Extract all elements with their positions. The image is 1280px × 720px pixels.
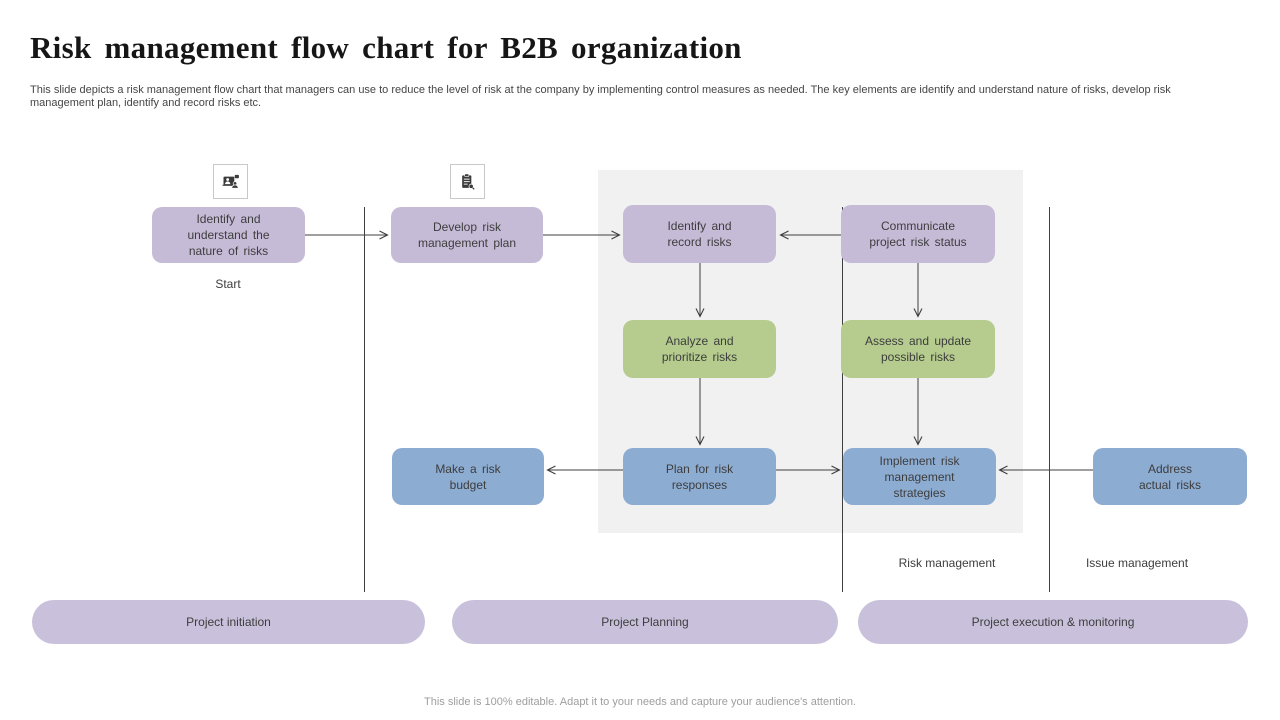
start-label: Start	[215, 277, 241, 291]
flow-node-label: Assess and update possible risks	[864, 334, 972, 364]
phase-pill-label: Project execution & monitoring	[971, 615, 1135, 629]
flow-node-label: Plan for risk responses	[665, 461, 734, 492]
flow-node-plan-risk-responses: Plan for risk responses	[623, 448, 776, 505]
clipboard-plan-icon	[450, 164, 485, 199]
phase-pill-project-initiation: Project initiation	[32, 600, 425, 644]
people-computer-icon-glyph	[222, 174, 239, 189]
phase-pill-project-planning: Project Planning	[452, 600, 838, 644]
issue-management-label: Issue management	[1085, 556, 1189, 570]
phase-pill-label: Project initiation	[186, 615, 271, 629]
flow-node-label: Make a risk budget	[435, 461, 501, 492]
people-computer-icon	[213, 164, 248, 199]
slide-description: This slide depicts a risk management flo…	[30, 84, 1171, 109]
flow-node-label: Implement risk management strategies	[879, 453, 960, 500]
flow-node-assess-update-risks: Assess and update possible risks	[841, 320, 995, 378]
flow-node-communicate-risk-status: Communicate project risk status	[841, 205, 995, 263]
flow-node-label: Identify and understand the nature of ri…	[187, 212, 270, 258]
flow-node-implement-strategies: Implement risk management strategies	[843, 448, 996, 505]
flow-node-make-risk-budget: Make a risk budget	[392, 448, 544, 505]
flow-node-identify-understand-risks: Identify and understand the nature of ri…	[152, 207, 305, 263]
flow-node-label: Develop risk management plan	[417, 220, 517, 250]
flow-node-label: Analyze and prioritize risks	[661, 334, 738, 364]
phase-pill-project-execution-monitoring: Project execution & monitoring	[858, 600, 1248, 644]
risk-management-label: Risk management	[898, 556, 996, 570]
flow-node-identify-record-risks: Identify and record risks	[623, 205, 776, 263]
page-title: Risk management flow chart for B2B organ…	[30, 30, 742, 65]
phase-pill-label: Project Planning	[601, 615, 689, 629]
flow-node-address-actual-risks: Address actual risks	[1093, 448, 1247, 505]
flow-node-label: Identify and record risks	[667, 219, 732, 249]
footer-note: This slide is 100% editable. Adapt it to…	[424, 696, 856, 708]
flow-node-label: Communicate project risk status	[869, 219, 967, 249]
flow-node-label: Address actual risks	[1138, 461, 1202, 492]
flow-node-analyze-prioritize-risks: Analyze and prioritize risks	[623, 320, 776, 378]
flow-node-develop-risk-plan: Develop risk management plan	[391, 207, 543, 263]
clipboard-plan-icon-glyph	[461, 173, 475, 190]
